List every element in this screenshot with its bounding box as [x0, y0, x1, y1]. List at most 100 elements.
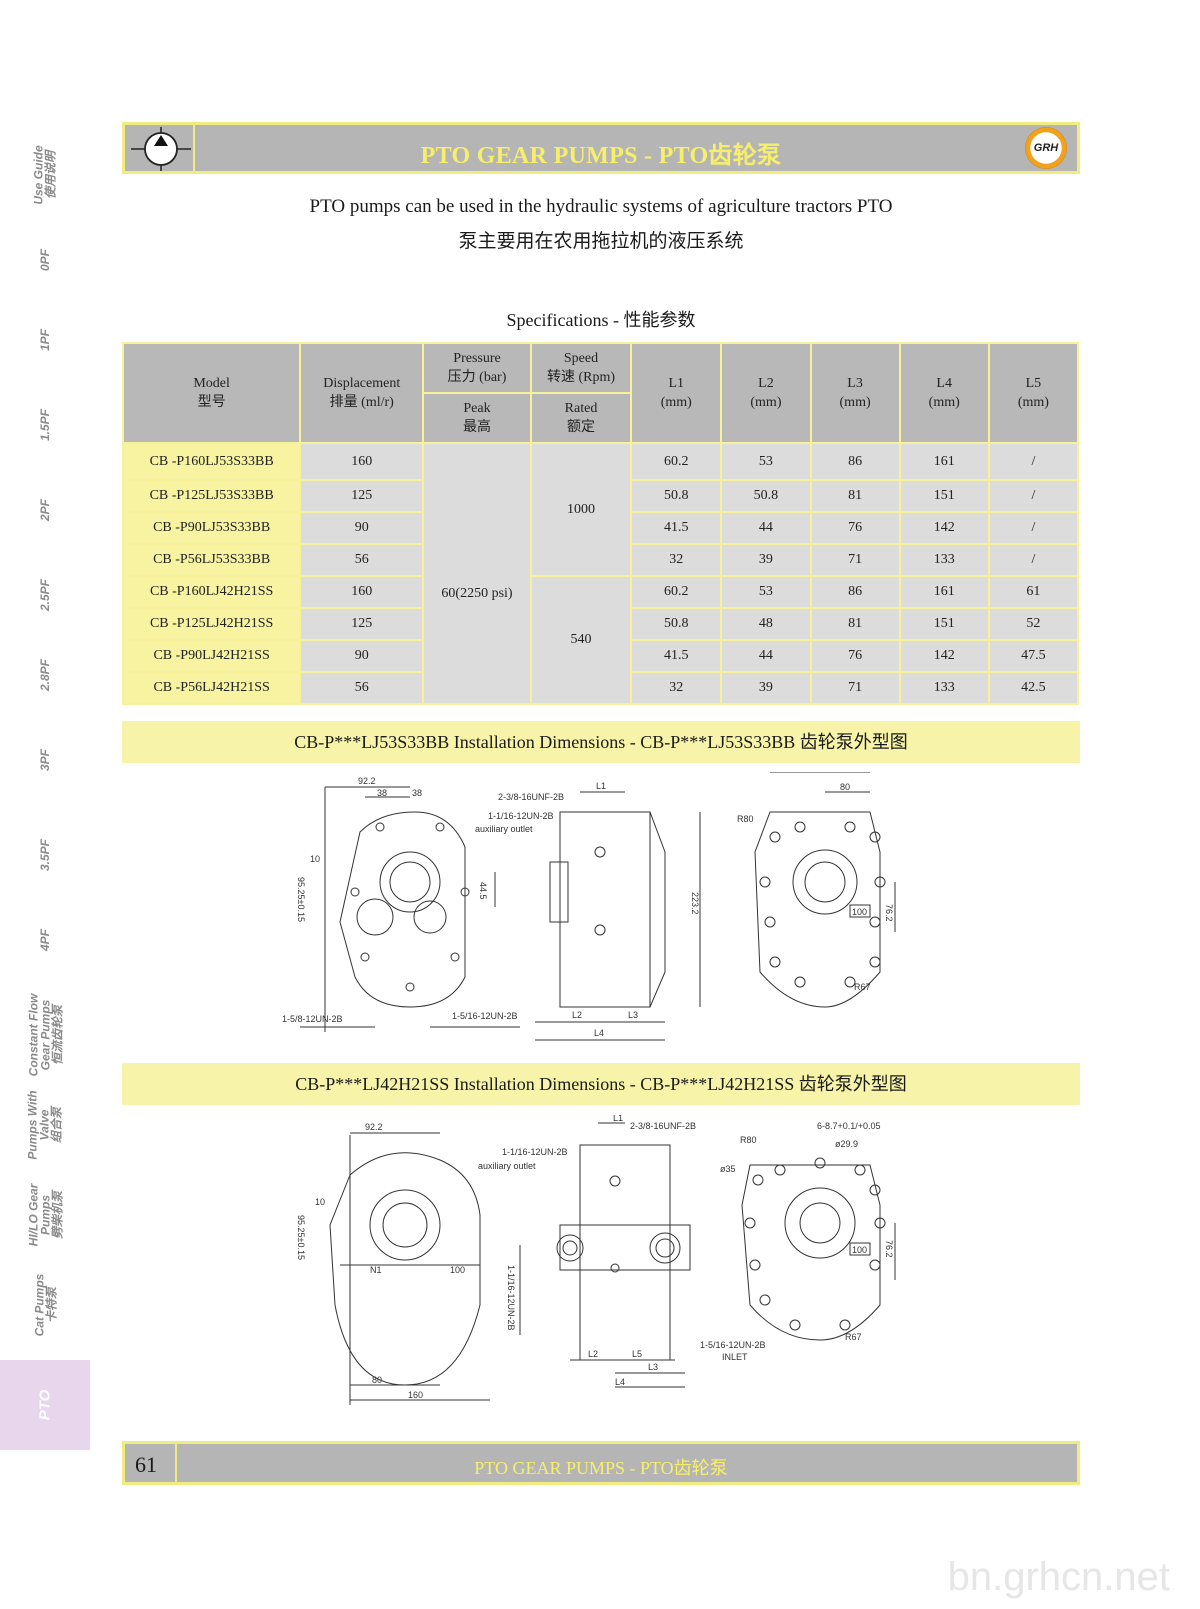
- cell-l2: 50.8: [720, 479, 812, 513]
- cell-l3: 86: [809, 575, 901, 609]
- logo-text: GRH: [1033, 142, 1059, 154]
- footer-title: PTO GEAR PUMPS - PTO齿轮泵: [474, 1458, 728, 1478]
- cell-l5: /: [987, 511, 1080, 545]
- cell-l2: 44: [720, 639, 812, 673]
- installation-drawing-lj42: 92.2 10 95.25±0.15 N1 100 1-1/16-12UN-2B…: [296, 1115, 896, 1405]
- dim-76: 76.2: [884, 1240, 894, 1258]
- cell-l2: 48: [720, 607, 812, 641]
- header-l5: L5(mm): [987, 342, 1080, 444]
- dim-92: 92.2: [365, 1122, 383, 1132]
- side-nav-item[interactable]: PTO: [0, 1360, 90, 1450]
- header-l3: L3(mm): [809, 342, 901, 444]
- grh-logo: GRH: [1025, 127, 1067, 169]
- side-nav-item[interactable]: 4PF: [0, 910, 90, 970]
- pump-symbol-icon: [131, 127, 191, 171]
- cell-l2: 39: [720, 671, 812, 705]
- cell-l1: 50.8: [630, 607, 723, 641]
- aux-outlet-label: auxiliary outlet: [478, 1161, 536, 1171]
- dim-l3: L3: [648, 1362, 658, 1372]
- side-nav-label: 3.5PF: [37, 838, 52, 872]
- side-nav-item[interactable]: 1PF: [0, 310, 90, 370]
- cell-l5: 42.5: [987, 671, 1080, 705]
- side-nav-label: 2.5PF: [37, 578, 52, 612]
- cell-displacement: 56: [299, 543, 425, 577]
- cell-model: CB -P125LJ42H21SS: [121, 607, 302, 641]
- dim-29: ø29.9: [835, 1139, 858, 1149]
- cell-model: CB -P160LJ53S33BB: [121, 442, 302, 481]
- cell-l5: 47.5: [987, 639, 1080, 673]
- dim-35: ø35: [720, 1164, 736, 1174]
- cell-l1: 60.2: [630, 442, 723, 481]
- spec-title: Specifications - 性能参数: [506, 310, 696, 330]
- port-2-3-8: 2-3/8-16UNF-2B: [498, 792, 564, 802]
- header-l2: L2(mm): [720, 342, 812, 444]
- dim-44: 44.5: [478, 882, 488, 900]
- dim-l2: L2: [588, 1349, 598, 1359]
- dim-38a: 38: [377, 788, 387, 798]
- dim-6: 6-8.7+0.1/+0.05: [817, 1121, 881, 1131]
- page-number: 61: [135, 1452, 157, 1477]
- cell-l3: 76: [809, 639, 901, 673]
- cell-model: CB -P160LJ42H21SS: [121, 575, 302, 609]
- dim-100: 100: [852, 907, 867, 917]
- dim-r80: R80: [740, 1135, 757, 1145]
- footer-bar: 61 PTO GEAR PUMPS - PTO齿轮泵: [122, 1441, 1080, 1485]
- dim-l5: L5: [632, 1349, 642, 1359]
- cell-l4: 133: [898, 543, 990, 577]
- section-title-lj53: CB-P***LJ53S33BB Installation Dimensions…: [122, 721, 1080, 763]
- cell-l4: 151: [898, 607, 990, 641]
- port-1-5-8: 1-5/8-12UN-2B: [282, 1014, 343, 1024]
- cell-pressure-peak: 60(2250 psi): [422, 442, 532, 705]
- dim-10: 10: [315, 1197, 325, 1207]
- aux-outlet-label: auxiliary outlet: [475, 824, 533, 834]
- watermark: bn.grhcn.net: [947, 1555, 1170, 1599]
- port-1-5-16: 1-5/16-12UN-2B: [700, 1340, 766, 1350]
- side-nav-item[interactable]: 2.8PF: [0, 640, 90, 710]
- inlet-label: INLET: [722, 1352, 748, 1362]
- dim-100a: 100: [450, 1265, 465, 1275]
- cell-l4: 151: [898, 479, 990, 513]
- side-nav-item[interactable]: 0PF: [0, 230, 90, 290]
- side-nav-item[interactable]: 2.5PF: [0, 560, 90, 630]
- side-nav-item[interactable]: 1.5PF: [0, 390, 90, 460]
- dim-92: 92.2: [358, 776, 376, 786]
- cell-l1: 60.2: [630, 575, 723, 609]
- header-divider: [193, 125, 195, 171]
- header-l4: L4(mm): [898, 342, 990, 444]
- dim-l1: L1: [613, 1115, 623, 1123]
- cell-l4: 161: [898, 442, 990, 481]
- cell-displacement: 90: [299, 639, 425, 673]
- cell-model: CB -P90LJ42H21SS: [121, 639, 302, 673]
- cell-displacement: 160: [299, 442, 425, 481]
- dim-n1: N1: [370, 1265, 382, 1275]
- side-nav-item[interactable]: 3.5PF: [0, 820, 90, 890]
- side-nav-item[interactable]: 3PF: [0, 730, 90, 790]
- side-nav-item[interactable]: 2PF: [0, 480, 90, 540]
- port-1-1-16: 1-1/16-12UN-2B: [502, 1147, 568, 1157]
- cell-displacement: 90: [299, 511, 425, 545]
- cell-l3: 81: [809, 607, 901, 641]
- dim-10: 10: [310, 854, 320, 864]
- dim-80: 80: [372, 1375, 382, 1385]
- cell-l2: 53: [720, 575, 812, 609]
